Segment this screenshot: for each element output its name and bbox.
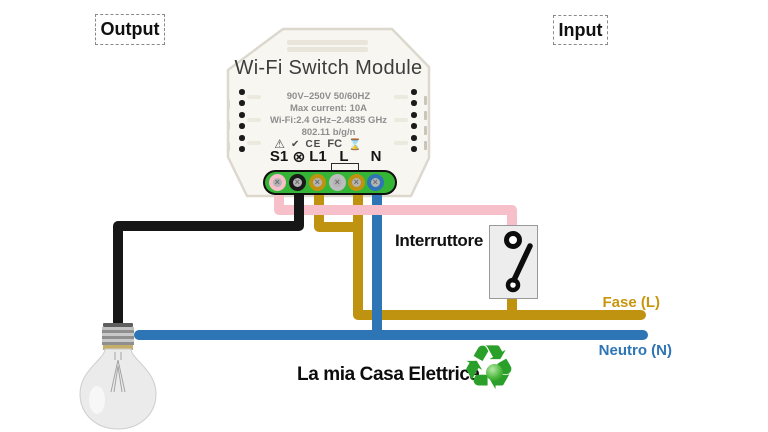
module-dot [411,123,417,129]
output-label-box: Output [95,14,165,45]
module-dot [239,123,245,129]
module-dot [411,112,417,118]
module-edge-notch [227,121,230,130]
terminal-label-lamp: ⊗ [292,149,306,166]
terminal-screw-lamp: × [288,173,306,191]
module-dot [411,89,417,95]
module-edge-notch [424,126,427,135]
module-edge-notch [424,111,427,120]
module-groove [247,118,261,122]
warning-icon: ⚠ [274,137,286,151]
brand-label: La mia Casa Elettrica [297,364,480,385]
module-outline [226,27,431,198]
bulb-brass-band [103,345,133,350]
switch-label: Interruttore [394,231,483,250]
terminal-screw-s1: × [268,173,286,191]
input-label: Input [558,19,603,40]
bulb-thread [102,339,134,342]
terminal-label-s1: S1 [269,148,289,165]
light-bulb [79,323,157,430]
module-spec-standard: 802.11 b/g/n [301,127,356,138]
ce-mark: CE [305,138,322,150]
module-dot [239,146,245,152]
switch-top-contact [504,231,522,249]
module-edge-notch [227,142,230,151]
wall-switch [489,225,538,299]
l1-phase-link-wire [314,188,356,232]
module-edge-notch [424,141,427,150]
terminal-screw-l1: × [308,173,326,191]
switch-lever [511,243,533,283]
input-label-box: Input [553,15,608,45]
l-terminal-bracket [331,163,359,170]
module-dot [411,100,417,106]
fcc-mark: FC [327,138,343,150]
module-spec-voltage: 90V–250V 50/60HZ [286,91,371,102]
bulb-thread [102,330,134,333]
s1-switch-wire [274,188,517,232]
terminal-block: × × × × × × [263,170,397,195]
terminal-screw-n: × [366,173,384,191]
terminal-label-l: L [339,148,349,165]
module-groove [247,95,261,99]
module-dot [239,112,245,118]
switch-symbol [504,231,533,293]
module-vent-slot [287,47,368,52]
module-vent-slot [287,40,368,45]
bulb-filament [110,352,126,393]
module-dot [239,135,245,141]
module-groove [394,141,408,145]
module-title: Wi-Fi Switch Module [234,57,423,79]
module-spec-wifi: Wi-Fi:2.4 GHz–2.4835 GHz [269,115,388,126]
module-dot [239,100,245,106]
module-dot [239,89,245,95]
module-groove [394,118,408,122]
terminal-screw-l-empty: × [328,173,346,191]
bulb-thread [102,333,134,336]
phase-label: Fase (L) [602,294,660,311]
terminal-screw-l: × [347,173,365,191]
terminal-label-n: N [370,148,382,165]
globe-icon [486,364,503,381]
certification-icons: ⚠ ✔ CE FC ⌛ [258,137,378,151]
bulb-highlight [89,386,105,414]
lamp-wire [113,188,304,329]
module-dot [411,146,417,152]
bulb-thread [102,327,134,330]
module-dot [411,135,417,141]
module-groove [394,95,408,99]
bulb-thread [102,336,134,339]
module-edge-notch [424,96,427,105]
wifi-module-body [226,27,431,198]
neutral-label: Neutro (N) [598,342,672,359]
rohs-check-icon: ✔ [291,138,300,150]
hourglass-icon: ⌛ [348,138,362,151]
module-spec-current: Max current: 10A [289,103,368,114]
module-edge-notch [227,100,230,109]
bulb-cap-top [103,323,133,327]
terminal-label-l1: L1 [309,148,327,165]
module-groove [247,141,261,145]
phase-wire [353,183,646,320]
bulb-thread [102,342,134,345]
output-label: Output [100,19,160,39]
